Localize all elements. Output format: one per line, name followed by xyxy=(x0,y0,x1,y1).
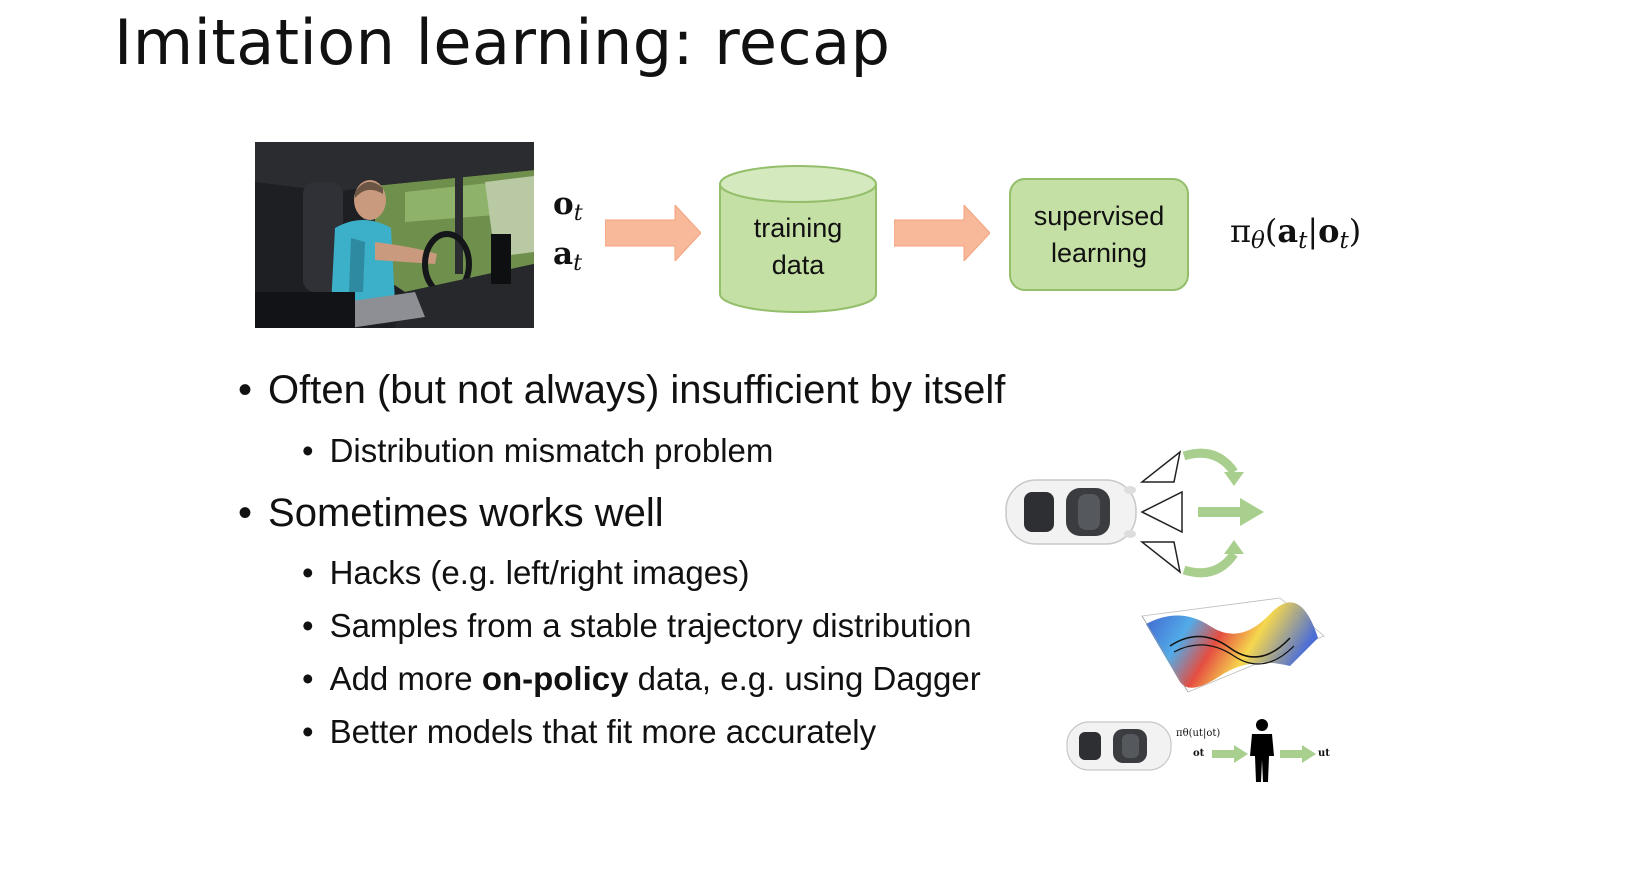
bullet-2-4: •Better models that fit more accurately xyxy=(302,713,877,750)
arrow-right-icon xyxy=(1212,745,1248,763)
person-icon xyxy=(1250,719,1274,782)
bullet-2-3: •Add more on-policy data, e.g. using Dag… xyxy=(302,660,981,697)
mini-policy-label: πθ(ut|ot) xyxy=(1176,728,1221,739)
supervised-learning-line2: learning xyxy=(1050,238,1148,268)
database-cylinder-icon xyxy=(719,165,877,313)
supervised-learning-box xyxy=(1009,178,1189,291)
bullet-1-1-text: Distribution mismatch problem xyxy=(329,432,774,469)
training-data-box: training data xyxy=(718,210,878,284)
bullet-2-2: •Samples from a stable trajectory distri… xyxy=(302,607,972,644)
slide-title: Imitation learning: recap xyxy=(114,6,891,79)
training-data-line1: training xyxy=(753,213,843,243)
bullet-2-4-text: Better models that fit more accurately xyxy=(329,713,877,750)
policy-formula: πθ(at|ot) xyxy=(1230,212,1362,254)
supervised-learning-text: supervised learning xyxy=(1009,198,1189,272)
bullet-1-1: •Distribution mismatch problem xyxy=(302,432,774,469)
bullet-1-text: Often (but not always) insufficient by i… xyxy=(268,368,1006,412)
camera-frustum-icon xyxy=(1139,450,1183,574)
car-icon xyxy=(1005,479,1137,545)
mini-obs-label: ot xyxy=(1193,748,1205,759)
bullet-2-1: •Hacks (e.g. left/right images) xyxy=(302,554,750,591)
bullet-2-1-text: Hacks (e.g. left/right images) xyxy=(329,554,750,591)
supervised-learning-line1: supervised xyxy=(1033,201,1165,231)
training-data-line2: data xyxy=(771,250,825,280)
arrow-right-icon xyxy=(605,205,701,261)
act-label: at xyxy=(553,236,583,276)
bullet-2-2-text: Samples from a stable trajectory distrib… xyxy=(329,607,972,644)
bullet-2-3-bold: on-policy xyxy=(481,660,629,697)
bullet-2-3-pre: Add more xyxy=(329,660,482,697)
bullet-2: •Sometimes works well xyxy=(238,491,664,535)
obs-label: ot xyxy=(553,186,583,226)
arrow-right-icon xyxy=(1280,745,1316,763)
bullet-2-3-post: data, e.g. using Dagger xyxy=(628,660,981,697)
car-person xyxy=(1066,721,1172,771)
car-icon xyxy=(1066,721,1172,771)
arrow-right-icon xyxy=(894,205,990,261)
mini-act-label: ut xyxy=(1318,748,1330,759)
bullet-2-text: Sometimes works well xyxy=(268,491,664,535)
bullet-1: •Often (but not always) insufficient by … xyxy=(238,368,1006,412)
car-topview-cameras xyxy=(1005,448,1264,578)
driver-photo xyxy=(255,142,534,328)
surface-plot xyxy=(1141,597,1325,693)
